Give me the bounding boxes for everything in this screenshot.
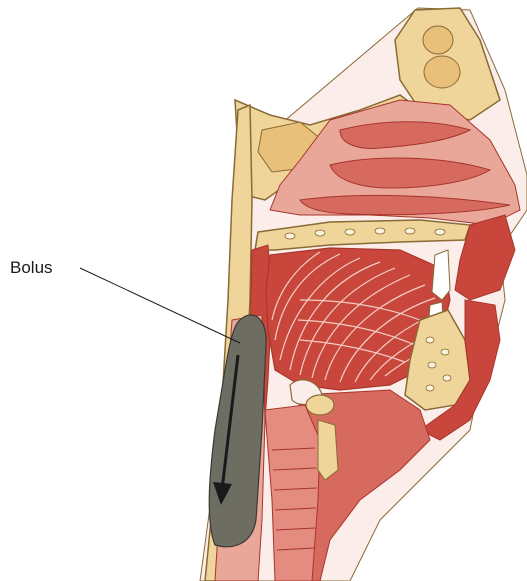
thyroid-cartilage [318, 420, 338, 480]
bolus-label: Bolus [10, 258, 53, 278]
sinus-cavity [423, 26, 453, 54]
bolus-leader-line [80, 268, 240, 343]
upper-incisor [432, 250, 450, 300]
hyoid-bone [306, 395, 334, 415]
sinus-cavity [424, 56, 460, 88]
